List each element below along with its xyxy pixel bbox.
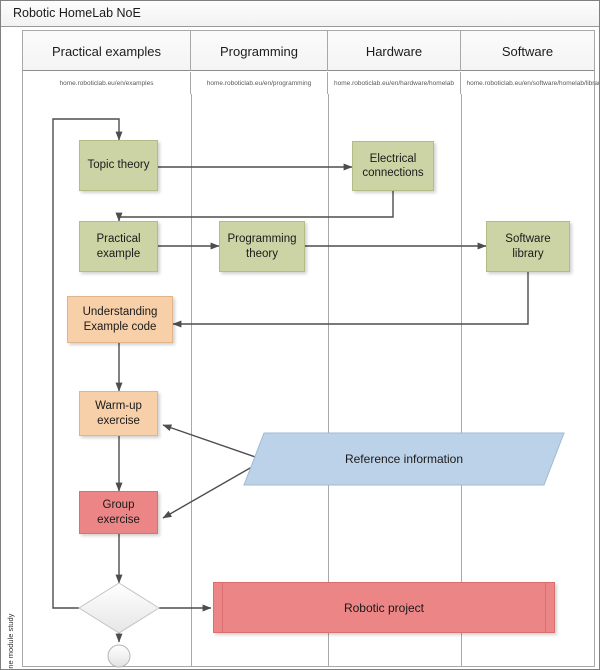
node-software-library[interactable]: Software library [486, 221, 570, 272]
column-header-practical-examples[interactable]: Practical examples [23, 31, 191, 71]
node-group-exercise[interactable]: Group exercise [79, 491, 158, 534]
column-header-band: Practical examples Programming Hardware … [23, 31, 594, 71]
node-reference-information[interactable]: Reference information [244, 433, 564, 485]
node-label: Reference information [344, 451, 464, 466]
node-robotic-project[interactable]: Robotic project [213, 582, 555, 633]
node-electrical-connections[interactable]: Electrical connections [352, 141, 434, 191]
node-warm-up-exercise[interactable]: Warm-up exercise [79, 391, 158, 436]
node-label: Warm-up exercise [95, 400, 142, 427]
node-understanding-example-code[interactable]: Understanding Example code [67, 296, 173, 343]
column-header-hardware[interactable]: Hardware [328, 31, 461, 71]
window-titlebar: Robotic HomeLab NoE [1, 1, 599, 27]
node-programming-theory[interactable]: Programming theory [219, 221, 305, 272]
node-topic-theory[interactable]: Topic theory [79, 140, 158, 191]
swimlane-frame [7, 30, 595, 667]
lane-label-strip: Process on one module study [6, 30, 23, 670]
column-url-practical-examples[interactable]: home.roboticlab.eu/en/examples [23, 72, 191, 94]
column-separator-1 [191, 94, 192, 667]
column-separator-2 [328, 94, 329, 667]
node-label: Robotic project [343, 600, 425, 615]
node-label: Electrical connections [362, 152, 424, 179]
column-url-label: home.roboticlab.eu/en/hardware/homelab [334, 79, 454, 87]
column-header-label: Hardware [365, 43, 423, 59]
node-label: Programming theory [227, 233, 297, 260]
column-url-programming[interactable]: home.roboticlab.eu/en/programming [191, 72, 328, 94]
column-url-hardware[interactable]: home.roboticlab.eu/en/hardware/homelab [328, 72, 461, 94]
column-url-row: home.roboticlab.eu/en/examples home.robo… [23, 72, 599, 94]
node-label: Understanding Example code [82, 306, 158, 333]
column-url-label: home.roboticlab.eu/en/programming [206, 79, 312, 87]
column-header-label: Software [501, 43, 554, 59]
column-header-programming[interactable]: Programming [191, 31, 328, 71]
column-url-software[interactable]: home.roboticlab.eu/en/software/homelab/l… [461, 72, 600, 94]
column-url-label: home.roboticlab.eu/en/software/homelab/l… [466, 79, 600, 87]
column-separator-3 [461, 94, 462, 667]
column-header-label: Programming [219, 43, 299, 59]
column-url-label: home.roboticlab.eu/en/examples [59, 79, 154, 87]
lane-vertical-label: Process on one module study [6, 613, 15, 670]
node-practical-example[interactable]: Practical example [79, 221, 158, 272]
node-label: Group exercise [97, 499, 140, 526]
node-label: Topic theory [87, 159, 150, 172]
column-header-software[interactable]: Software [461, 31, 594, 71]
node-label: Software library [505, 233, 551, 260]
window-title: Robotic HomeLab NoE [13, 6, 141, 20]
column-header-label: Practical examples [51, 43, 162, 59]
node-label: Practical example [96, 233, 141, 260]
